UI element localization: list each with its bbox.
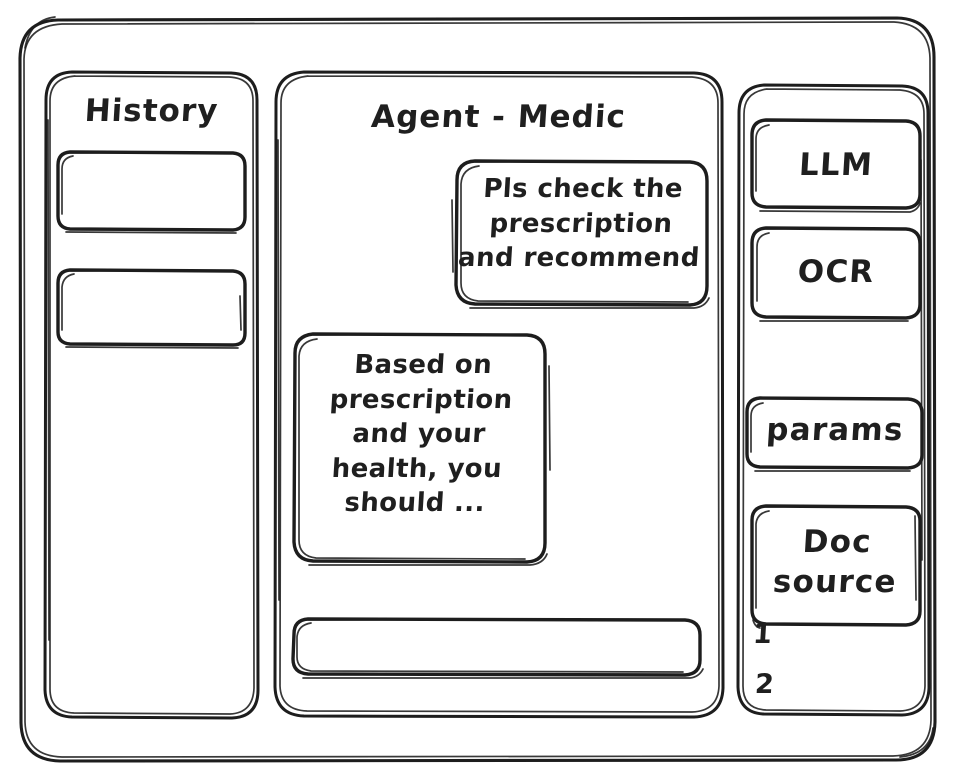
user-message-bubble: Pls check the prescription and recommend [457, 174, 701, 274]
history-panel-title: History [83, 93, 220, 129]
tool-card-ocr-label: OCR [796, 254, 876, 290]
tool-card-doc-source-label: Doc source [771, 524, 898, 600]
message-composer-input[interactable] [293, 619, 700, 675]
doc-source-item-1[interactable]: 1 [752, 619, 774, 650]
tool-card-params-label: params [765, 412, 905, 448]
agent-panel-title: Agent - Medic [370, 99, 627, 135]
doc-source-item-2[interactable]: 2 [754, 669, 776, 700]
composer-value [293, 619, 701, 633]
history-item[interactable] [58, 152, 245, 230]
tool-card-llm-label: LLM [797, 147, 875, 183]
assistant-message-bubble: Based on prescription and your health, y… [328, 350, 514, 519]
history-item[interactable] [58, 270, 245, 345]
